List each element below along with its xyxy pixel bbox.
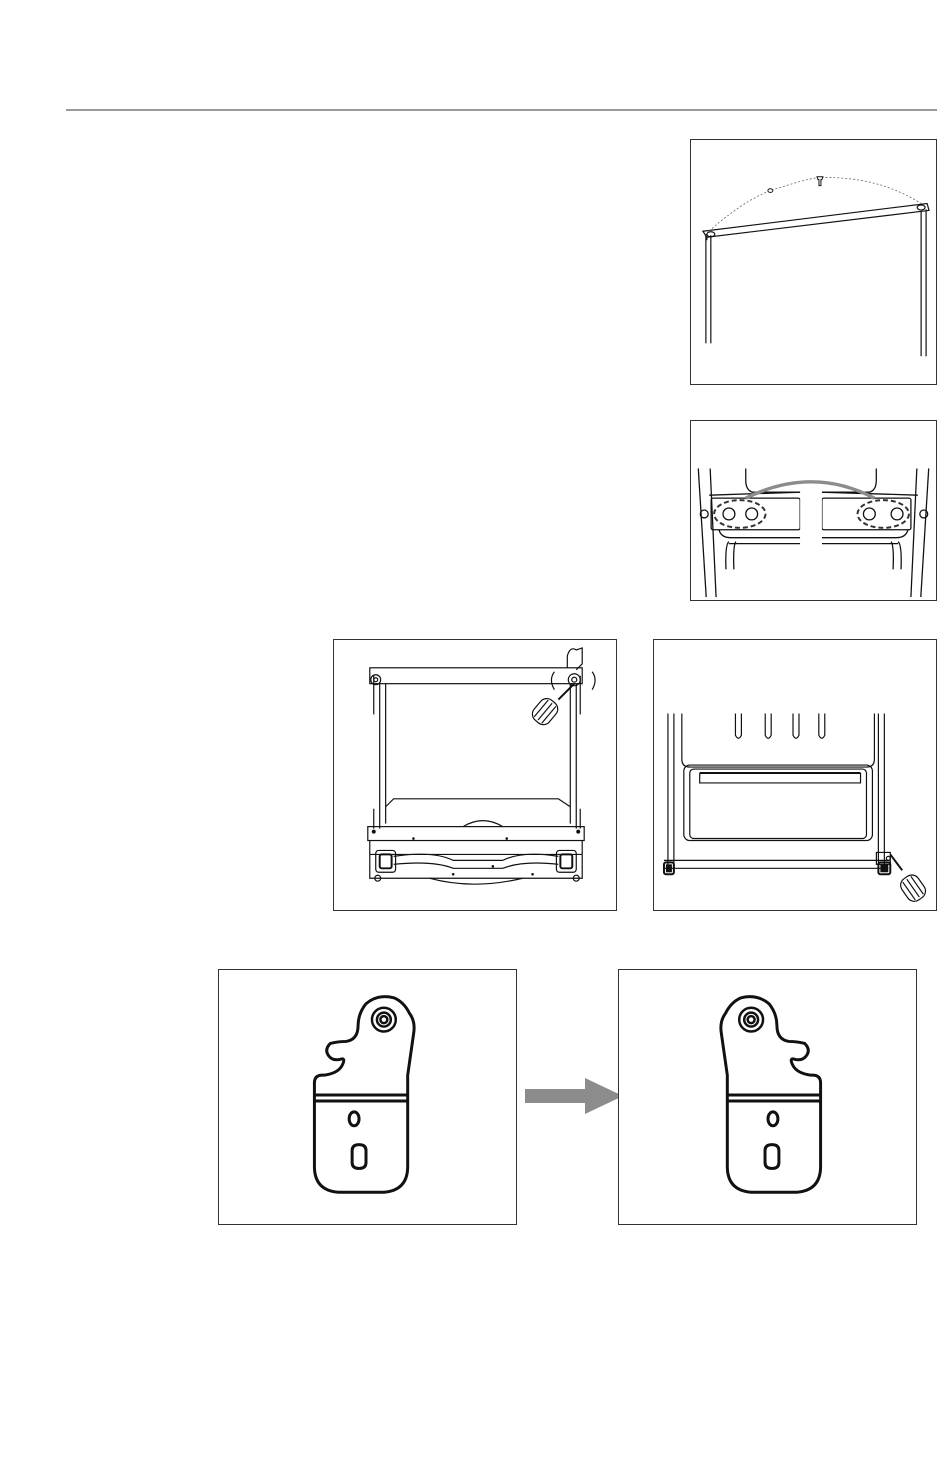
bottom-hinge-figure — [653, 639, 937, 911]
top-cover-lift-illustration — [691, 140, 936, 384]
top-hinge-figure — [333, 639, 617, 911]
right-arrow-icon — [525, 1078, 623, 1114]
hinge-bracket-right-illustration — [619, 970, 916, 1224]
top-cover-figure — [690, 139, 937, 385]
header-rule — [66, 109, 937, 111]
hole-caps-illustration — [691, 421, 936, 600]
hinge-bracket-reversed-figure — [618, 969, 917, 1225]
cabinet-back-screwdriver-illustration — [334, 640, 616, 910]
hole-caps-figure — [690, 420, 937, 601]
cabinet-front-screwdriver-illustration — [654, 640, 936, 910]
hinge-bracket-left-illustration — [219, 970, 516, 1224]
hinge-bracket-original-figure — [218, 969, 517, 1225]
